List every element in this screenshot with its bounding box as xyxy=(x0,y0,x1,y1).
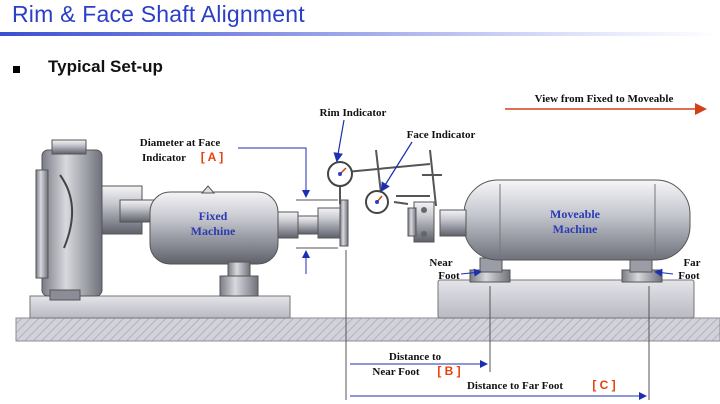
distance-near-tag: [ B ] xyxy=(437,364,460,378)
face-indicator-label: Face Indicator xyxy=(407,129,476,141)
view-direction-label: View from Fixed to Moveable xyxy=(535,93,674,105)
near-foot-label-2: Foot xyxy=(438,270,460,282)
distance-far-tag: [ C ] xyxy=(592,378,615,392)
coupling-moveable xyxy=(407,201,435,243)
diameter-label-2: Indicator xyxy=(142,152,186,164)
distance-near-label-1: Distance to xyxy=(389,351,442,363)
far-foot-label-2: Foot xyxy=(678,270,700,282)
near-foot-label-1: Near xyxy=(429,257,452,269)
coupling-fixed xyxy=(317,199,349,247)
fixed-machine: Fixed Machine xyxy=(29,139,319,319)
title-underline xyxy=(0,32,720,36)
rim-indicator-label: Rim Indicator xyxy=(320,107,387,119)
distance-far-label: Distance to Far Foot xyxy=(467,380,563,392)
diameter-tag: [ A ] xyxy=(201,150,223,164)
indicator-bracket xyxy=(345,149,442,207)
moveable-machine-label-2: Machine xyxy=(553,222,598,236)
far-foot-label-1: Far xyxy=(683,257,700,269)
moveable-machine: Moveable Machine xyxy=(437,179,695,319)
fixed-machine-label-2: Machine xyxy=(191,224,236,238)
moveable-machine-label-1: Moveable xyxy=(550,207,601,221)
fixed-machine-label-1: Fixed xyxy=(199,209,228,223)
diameter-label-1: Diameter at Face xyxy=(140,137,221,149)
slide-subtitle: Typical Set-up xyxy=(48,57,163,76)
bullet-square-icon xyxy=(13,66,20,73)
ground-slab xyxy=(15,317,720,342)
distance-near-label-2: Near Foot xyxy=(372,366,419,378)
slide-title: Rim & Face Shaft Alignment xyxy=(12,1,305,27)
face-indicator-dial xyxy=(365,190,409,214)
rim-indicator-dial xyxy=(327,161,353,204)
